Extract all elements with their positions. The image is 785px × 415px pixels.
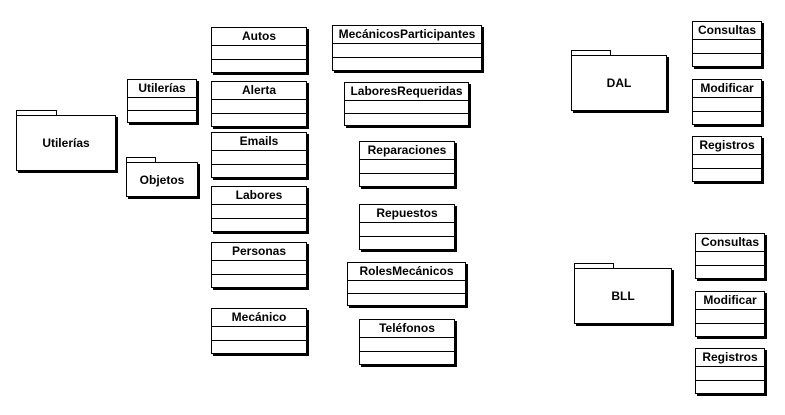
package-tab [571, 50, 611, 56]
class-repuestos[interactable]: Repuestos [359, 204, 455, 250]
package-label-objetos: Objetos [126, 162, 198, 197]
package-bll[interactable]: BLL [574, 263, 672, 324]
class-attributes [348, 281, 465, 294]
class-operations [360, 237, 454, 250]
class-attributes [696, 252, 764, 266]
class-name: Modificar [693, 80, 761, 98]
class-operations [360, 352, 454, 365]
class-attributes [212, 100, 306, 114]
class-name: Personas [212, 243, 306, 261]
class-attributes [693, 98, 761, 112]
class-utilerias[interactable]: Utilerías [127, 79, 197, 123]
class-dal-modificar[interactable]: Modificar [692, 79, 762, 125]
class-attributes [360, 223, 454, 237]
class-operations [128, 111, 196, 123]
class-name: Mecánico [212, 309, 306, 327]
class-operations [212, 219, 306, 232]
class-name: MecánicosParticipantes [333, 26, 481, 44]
class-emails[interactable]: Emails [211, 132, 307, 178]
class-name: Labores [212, 187, 306, 205]
class-bll-modificar[interactable]: Modificar [695, 291, 765, 337]
package-utilerias[interactable]: Utilerías [16, 110, 116, 171]
class-mecanico[interactable]: Mecánico [211, 308, 307, 354]
class-name: RolesMecánicos [348, 263, 465, 281]
class-name: Registros [696, 349, 764, 367]
class-attributes [693, 155, 761, 169]
class-name: Consultas [693, 22, 761, 40]
class-name: Consultas [696, 234, 764, 252]
class-name: Repuestos [360, 205, 454, 223]
class-attributes [212, 327, 306, 341]
class-attributes [693, 40, 761, 54]
class-name: Reparaciones [360, 142, 454, 160]
package-tab [574, 263, 614, 269]
class-attributes [333, 44, 481, 58]
class-name: Alerta [212, 82, 306, 100]
class-attributes [212, 46, 306, 60]
class-operations [360, 174, 454, 187]
class-operations [696, 381, 764, 394]
class-operations [348, 294, 465, 306]
class-name: Teléfonos [360, 320, 454, 338]
class-operations [345, 114, 468, 126]
class-attributes [212, 261, 306, 275]
class-dal-registros[interactable]: Registros [692, 136, 762, 182]
class-attributes [360, 160, 454, 174]
class-operations [693, 169, 761, 182]
class-bll-registros[interactable]: Registros [695, 348, 765, 394]
class-roles-mecanicos[interactable]: RolesMecánicos [347, 262, 466, 306]
class-mecanicos-participantes[interactable]: MecánicosParticipantes [332, 25, 482, 71]
package-tab [16, 110, 57, 116]
class-operations [693, 112, 761, 125]
class-telefonos[interactable]: Teléfonos [359, 319, 455, 365]
class-alerta[interactable]: Alerta [211, 81, 307, 127]
class-operations [696, 266, 764, 279]
package-label-dal: DAL [571, 55, 667, 111]
class-attributes [360, 338, 454, 352]
class-operations [333, 58, 481, 71]
package-objetos[interactable]: Objetos [126, 157, 198, 197]
package-dal[interactable]: DAL [571, 50, 667, 111]
class-operations [212, 165, 306, 178]
class-labores-requeridas[interactable]: LaboresRequeridas [344, 82, 469, 126]
class-operations [212, 60, 306, 73]
class-name: Autos [212, 28, 306, 46]
class-name: Utilerías [128, 80, 196, 98]
class-reparaciones[interactable]: Reparaciones [359, 141, 455, 187]
class-name: LaboresRequeridas [345, 83, 468, 101]
class-attributes [696, 310, 764, 324]
class-labores[interactable]: Labores [211, 186, 307, 232]
class-operations [212, 341, 306, 354]
package-label-bll: BLL [574, 268, 672, 324]
class-name: Emails [212, 133, 306, 151]
class-attributes [212, 205, 306, 219]
package-label-utilerias: Utilerías [16, 115, 116, 171]
class-operations [696, 324, 764, 337]
class-name: Modificar [696, 292, 764, 310]
class-attributes [128, 98, 196, 111]
class-operations [693, 54, 761, 67]
class-attributes [345, 101, 468, 114]
class-autos[interactable]: Autos [211, 27, 307, 73]
class-operations [212, 275, 306, 288]
package-tab [126, 157, 156, 163]
class-attributes [212, 151, 306, 165]
class-attributes [696, 367, 764, 381]
class-dal-consultas[interactable]: Consultas [692, 21, 762, 67]
class-personas[interactable]: Personas [211, 242, 307, 288]
class-bll-consultas[interactable]: Consultas [695, 233, 765, 279]
class-name: Registros [693, 137, 761, 155]
class-operations [212, 114, 306, 127]
